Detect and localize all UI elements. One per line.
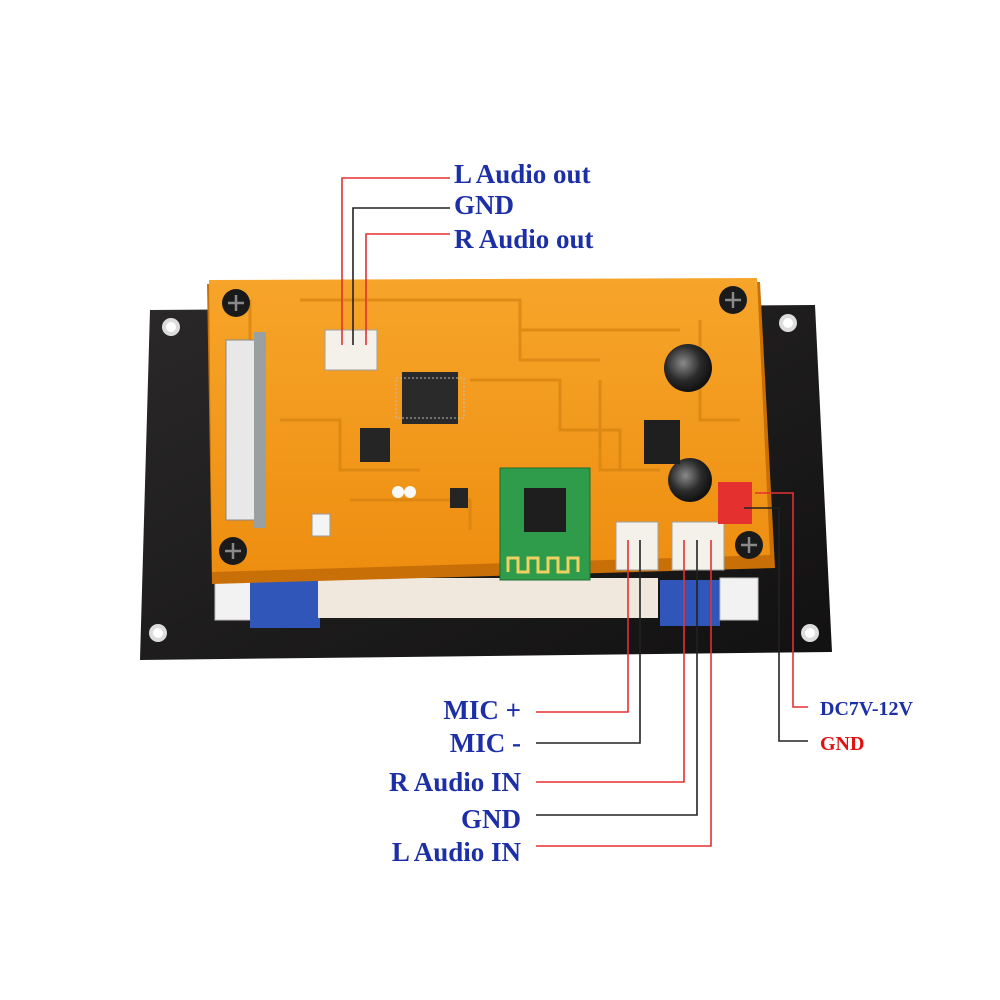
label-r-audio-out: R Audio out — [454, 224, 594, 254]
mounting-hole-icon — [149, 624, 167, 642]
label-l-audio-out: L Audio out — [454, 159, 591, 189]
phillips-screw-icon — [719, 286, 747, 314]
wire-dc-power — [755, 492, 808, 708]
top-labels: L Audio out GND R Audio out — [454, 159, 594, 254]
wire-mic-plus — [536, 540, 629, 713]
wire-mic-minus — [536, 540, 641, 744]
label-l-audio-in: L Audio IN — [392, 837, 522, 867]
main-chip — [402, 372, 458, 424]
wire-gnd-power — [744, 507, 808, 742]
wire-r-audio-in — [536, 540, 685, 783]
wire-l-audio-out — [341, 177, 450, 345]
wire-gnd-in — [536, 540, 698, 816]
leader-lines — [341, 177, 808, 847]
board-spacers — [214, 577, 759, 628]
label-mic-minus: MIC - — [450, 728, 521, 758]
audio-out-header — [324, 329, 378, 371]
regulator — [644, 420, 680, 464]
bottom-left-labels: MIC + MIC - R Audio IN GND L Audio IN — [389, 695, 522, 867]
label-dc-power: DC7V-12V — [820, 698, 914, 720]
label-gnd-out: GND — [454, 190, 514, 220]
small-ic — [360, 428, 390, 462]
audio-in-header — [671, 521, 725, 571]
wire-l-audio-in — [536, 540, 712, 847]
mounting-hole-icon — [801, 624, 819, 642]
phillips-screw-icon — [222, 289, 250, 317]
mounting-hole-icon — [162, 318, 180, 336]
mounting-hole-icon — [779, 314, 797, 332]
mic-header — [615, 521, 659, 571]
label-gnd-power: GND — [820, 733, 864, 755]
label-mic-plus: MIC + — [443, 695, 521, 725]
capacitor — [668, 458, 712, 502]
wire-r-audio-out — [365, 233, 450, 345]
phillips-screw-icon — [219, 537, 247, 565]
wire-gnd-out — [352, 207, 450, 345]
capacitor — [664, 344, 712, 392]
bottom-right-labels: DC7V-12V GND — [820, 698, 914, 755]
pcb-board — [207, 278, 775, 584]
edge-connector — [225, 339, 257, 521]
bluetooth-module — [499, 467, 591, 581]
label-r-audio-in: R Audio IN — [389, 767, 522, 797]
phillips-screw-icon — [735, 531, 763, 559]
power-connector — [718, 482, 752, 524]
label-gnd-in: GND — [461, 804, 521, 834]
